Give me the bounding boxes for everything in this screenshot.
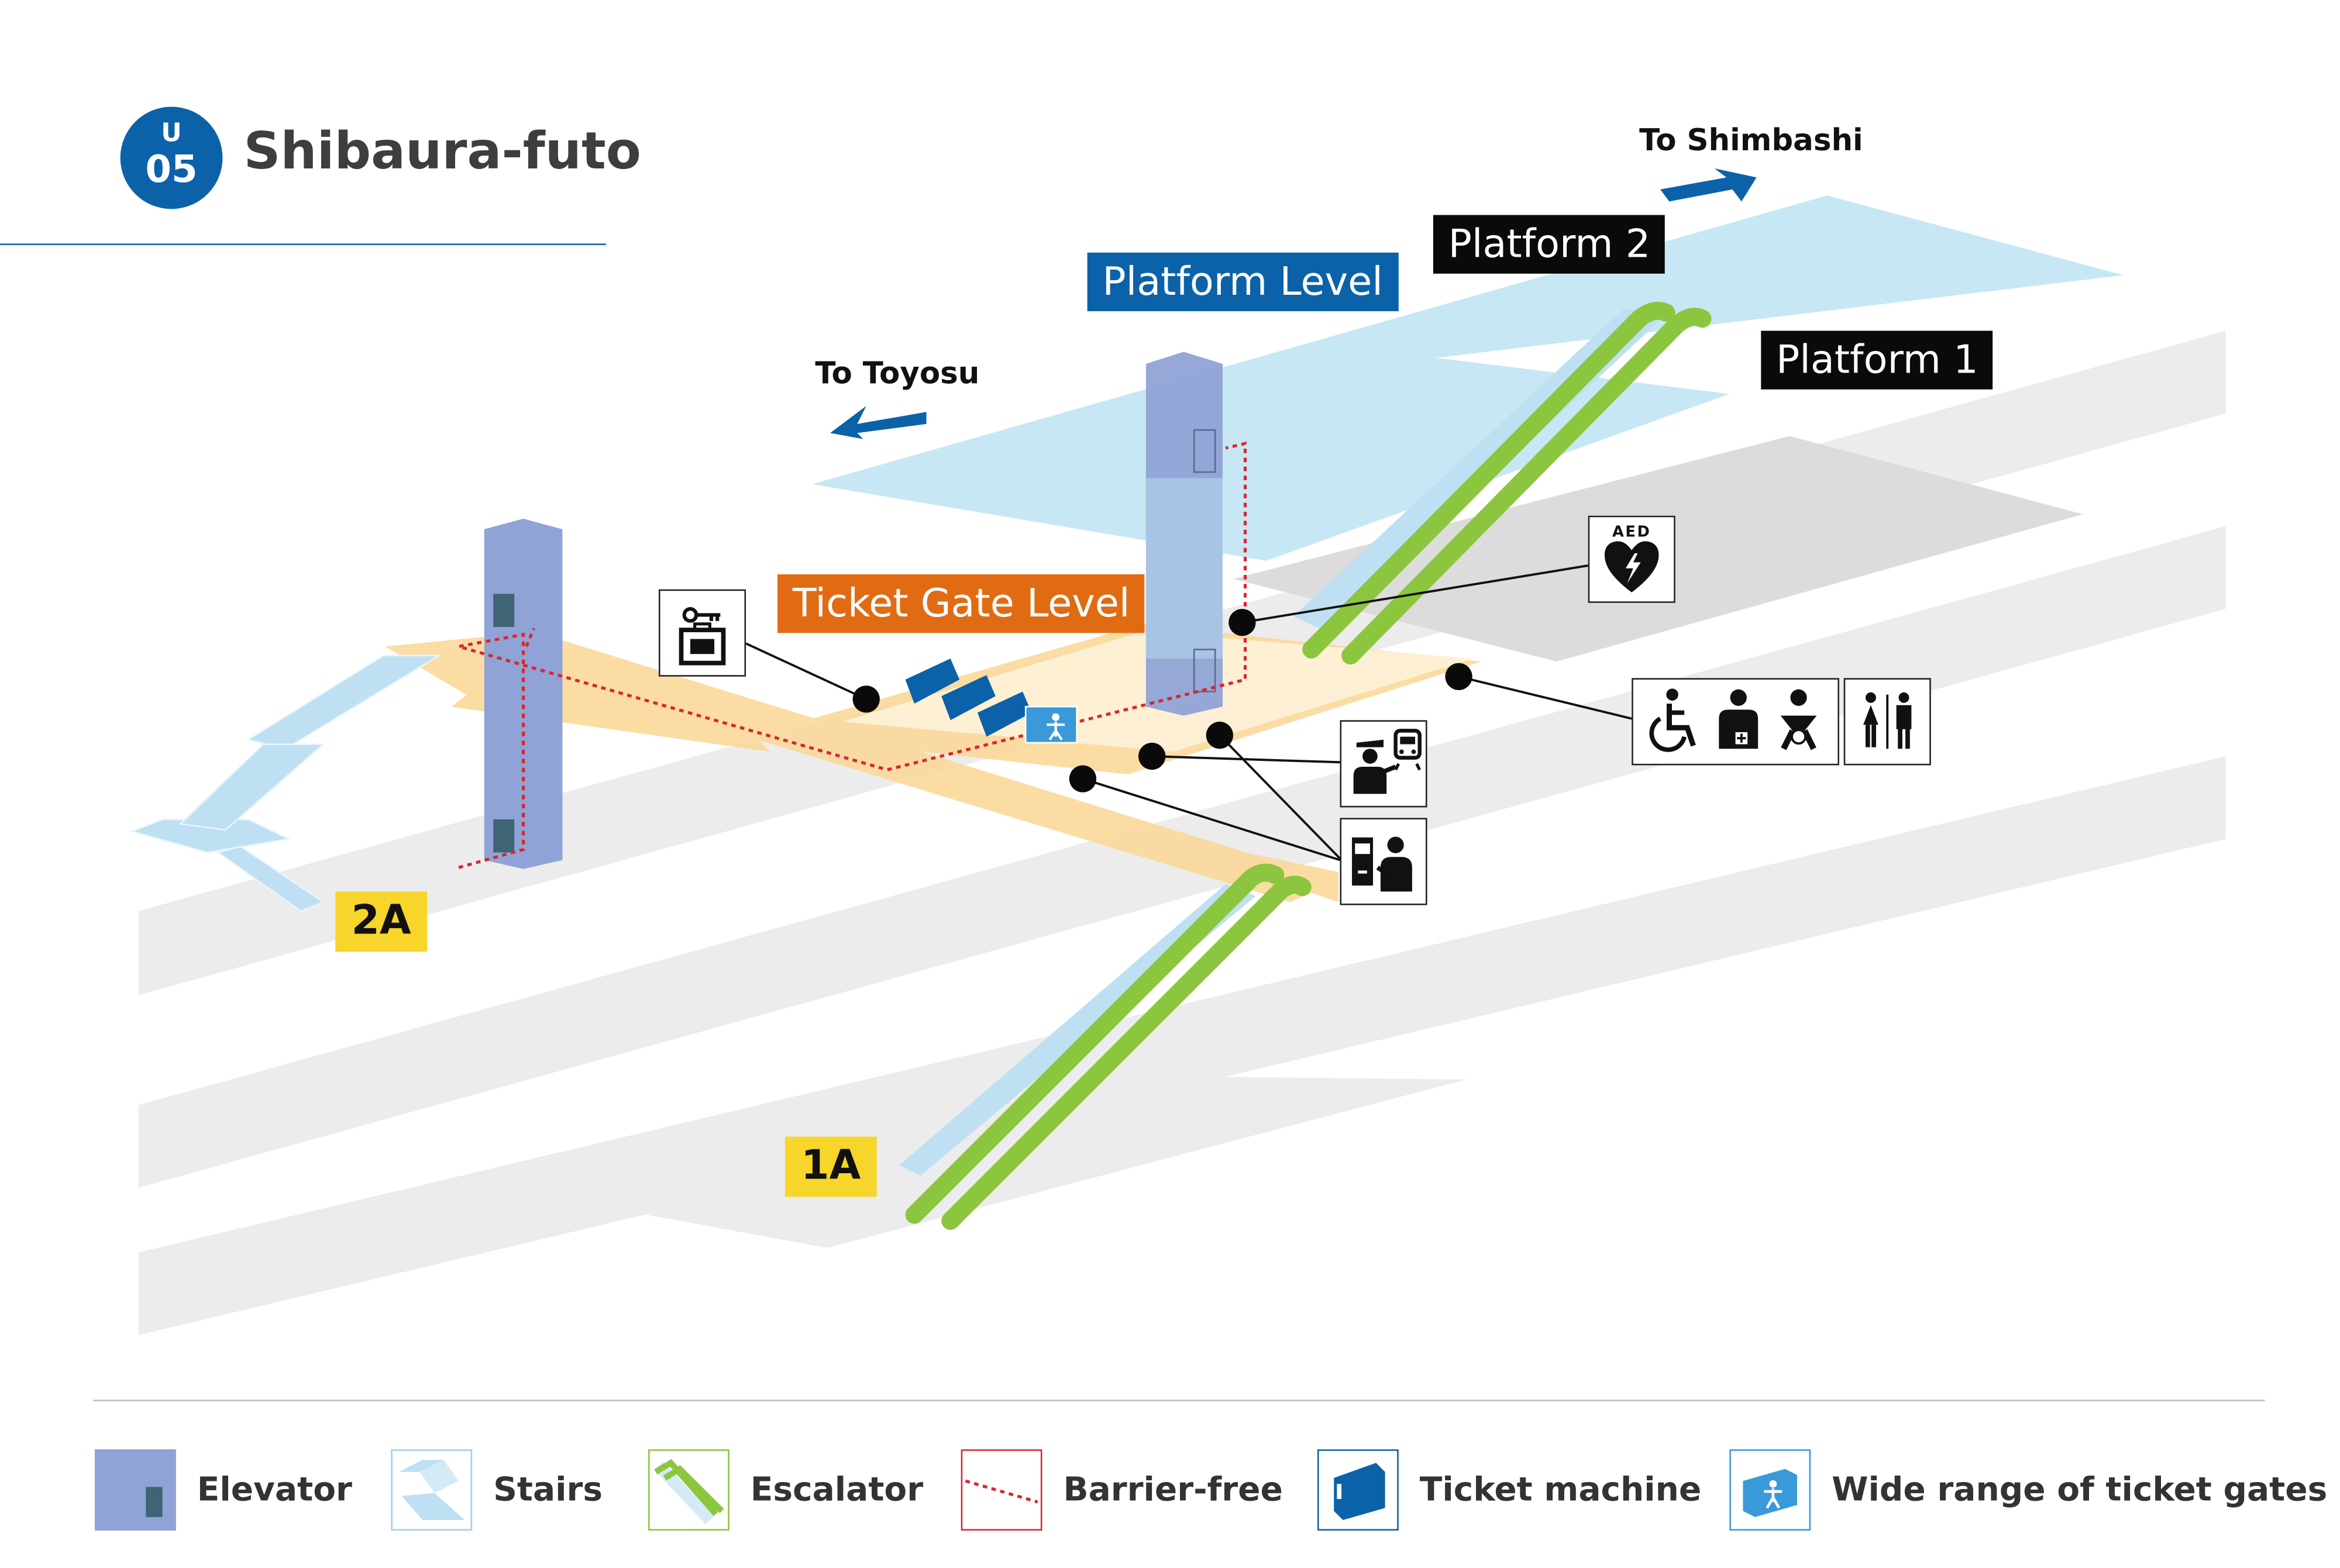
legend-label-barrier-free: Barrier-free: [1063, 1471, 1283, 1509]
legend-label-stairs: Stairs: [493, 1471, 603, 1509]
elevator-icon: [94, 1449, 176, 1531]
accessible-facilities-icons: [1649, 688, 1817, 752]
restroom-icon: [1863, 692, 1912, 749]
coin-locker-box: [658, 589, 746, 677]
ostomate-icon: [1719, 689, 1759, 749]
fare-adjustment-box: [1340, 818, 1427, 905]
legend-label-wide-ticket-gates: Wide range of ticket gates: [1832, 1471, 2328, 1509]
direction-shimbashi: To Shimbashi: [1639, 122, 1863, 158]
escalator-icon: [648, 1449, 729, 1531]
legend-ticket-machine: Ticket machine: [1317, 1448, 1701, 1532]
legend-stairs: Stairs: [391, 1448, 603, 1532]
arrow-toyosu-icon: [830, 406, 927, 439]
legend-divider: [93, 1400, 2265, 1401]
page-title: Shibaura-futo: [243, 122, 641, 182]
ticket-machines: [905, 658, 1032, 737]
baby-changing-icon: [1780, 689, 1817, 750]
ticket-machine-icon: [1317, 1449, 1399, 1531]
coin-locker-icon: [679, 607, 726, 666]
legend-elevator: Elevator: [94, 1448, 352, 1532]
platform-1-label: Platform 1: [1761, 330, 1994, 390]
accessible-facilities-box: [1632, 678, 1839, 766]
legend-label-ticket-machine: Ticket machine: [1419, 1471, 1702, 1509]
wheelchair-icon: [1649, 688, 1696, 752]
escalators: [905, 301, 1712, 1230]
platform-2-label: Platform 2: [1433, 215, 1665, 274]
barrier-free-route: [458, 442, 1247, 869]
legend-escalator: Escalator: [648, 1448, 923, 1532]
fare-adjustment-machine-icon: [1352, 836, 1412, 892]
station-staff-box: [1340, 720, 1427, 808]
aed-box: AED: [1588, 515, 1675, 603]
legend-barrier-free: Barrier-free: [961, 1448, 1283, 1532]
aed-icon: [1604, 541, 1659, 592]
title-divider: [0, 243, 606, 246]
elevator-right: [1145, 351, 1223, 716]
direction-toyosu: To Toyosu: [815, 354, 980, 391]
leader-dots: [852, 609, 1472, 792]
stairs-2a: [130, 654, 442, 912]
station-number: 05: [145, 147, 198, 191]
legend-label-escalator: Escalator: [750, 1471, 924, 1509]
elevator-left: [484, 518, 563, 869]
platform-slab: [812, 195, 2124, 561]
stairs-icon: [391, 1449, 473, 1531]
wide-ticket-gate: [1024, 705, 1078, 744]
platform-level-label: Platform Level: [1087, 252, 1398, 312]
aed-text: AED: [1612, 525, 1651, 542]
restroom-box: [1843, 678, 1931, 766]
leader-lines: [745, 564, 1632, 861]
barrier-free-icon: [961, 1449, 1042, 1531]
legend-label-elevator: Elevator: [197, 1471, 352, 1509]
exit-1a-label: 1A: [784, 1136, 877, 1197]
wide-ticket-gate-icon: [1729, 1449, 1811, 1531]
legend-wide-ticket-gates: Wide range of ticket gates: [1729, 1448, 2327, 1532]
station-number-badge: U 05: [120, 106, 223, 209]
station-staff-icon: [1353, 729, 1422, 794]
ticket-gate-level-label: Ticket Gate Level: [777, 574, 1145, 633]
line-letter: U: [161, 119, 182, 149]
exit-2a-label: 2A: [335, 891, 428, 952]
arrow-shimbashi-icon: [1660, 168, 1757, 202]
